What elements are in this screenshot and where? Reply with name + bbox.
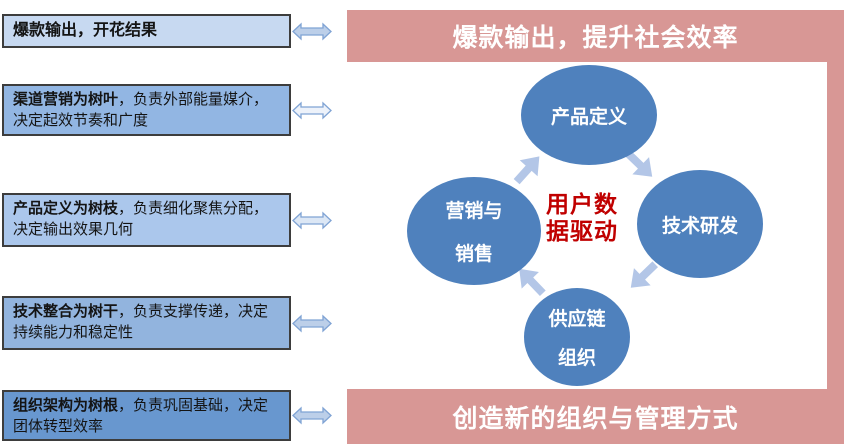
- top-banner: 爆款输出，提升社会效率: [347, 10, 844, 62]
- left-box-lead-text: 渠道营销为树叶: [13, 91, 119, 108]
- ellipse-marketing-sales: 营销与 销售: [407, 177, 541, 285]
- left-box-rest-text: ，负责支撑传递，决定持续能力和稳定性: [13, 303, 269, 341]
- double-arrow-icon: [292, 22, 332, 41]
- left-box-rest-text: ，负责外部能量媒介，决定起效节奏和广度: [13, 91, 269, 129]
- top-banner-text: 爆款输出，提升社会效率: [452, 24, 739, 52]
- ellipse-label: 供应链: [548, 309, 606, 330]
- left-box-tech-integration: 技术整合为树干，负责支撑传递，决定持续能力和稳定性: [2, 296, 291, 350]
- center-user-data-label: 用户数 据驱动: [546, 191, 618, 245]
- double-arrow-icon: [292, 314, 332, 333]
- ellipse-label: 技术研发: [661, 215, 738, 237]
- left-box-channel-marketing: 渠道营销为树叶，负责外部能量媒介，决定起效节奏和广度: [2, 84, 291, 136]
- left-box-lead-text: 产品定义为树枝: [13, 200, 119, 217]
- ellipse-label: 销售: [454, 244, 493, 265]
- cycle-arrow-icon: [513, 156, 540, 185]
- right-connector-strip: [827, 55, 844, 395]
- center-label-line: 据驱动: [546, 218, 618, 244]
- ellipse-label: 组织: [557, 348, 596, 369]
- cycle-arrow-icon: [624, 150, 653, 177]
- left-box-lead-text: 爆款输出，开花结果: [13, 22, 158, 39]
- double-arrow-icon: [292, 211, 332, 230]
- ellipse-supply-chain-org: 供应链 组织: [524, 288, 630, 386]
- cycle-arrow-icon: [519, 268, 546, 297]
- ellipse-label: 产品定义: [550, 106, 627, 128]
- left-box-hit-output: 爆款输出，开花结果: [2, 14, 291, 48]
- double-arrow-icon: [292, 101, 332, 120]
- left-box-rest-text: ，负责细化聚焦分配，决定输出效果几何: [13, 200, 269, 238]
- left-box-rest-text: ，负责巩固基础，决定团体转型效率: [13, 397, 269, 435]
- ellipse-product-definition: 产品定义: [521, 65, 657, 165]
- bottom-banner: 创造新的组织与管理方式: [347, 389, 844, 444]
- cycle-arrow-icon: [630, 261, 659, 288]
- double-arrow-icon: [292, 406, 332, 425]
- bottom-banner-text: 创造新的组织与管理方式: [452, 404, 739, 433]
- ellipse-label: 营销与: [445, 201, 503, 222]
- left-box-lead-text: 组织架构为树根: [13, 397, 119, 414]
- left-box-product-definition: 产品定义为树枝，负责细化聚焦分配，决定输出效果几何: [2, 193, 291, 247]
- left-box-lead-text: 技术整合为树干: [13, 303, 119, 320]
- center-label-line: 用户数: [546, 191, 618, 217]
- ellipse-tech-rd: 技术研发: [637, 170, 763, 278]
- left-box-org-structure: 组织架构为树根，负责巩固基础，决定团体转型效率: [2, 390, 291, 441]
